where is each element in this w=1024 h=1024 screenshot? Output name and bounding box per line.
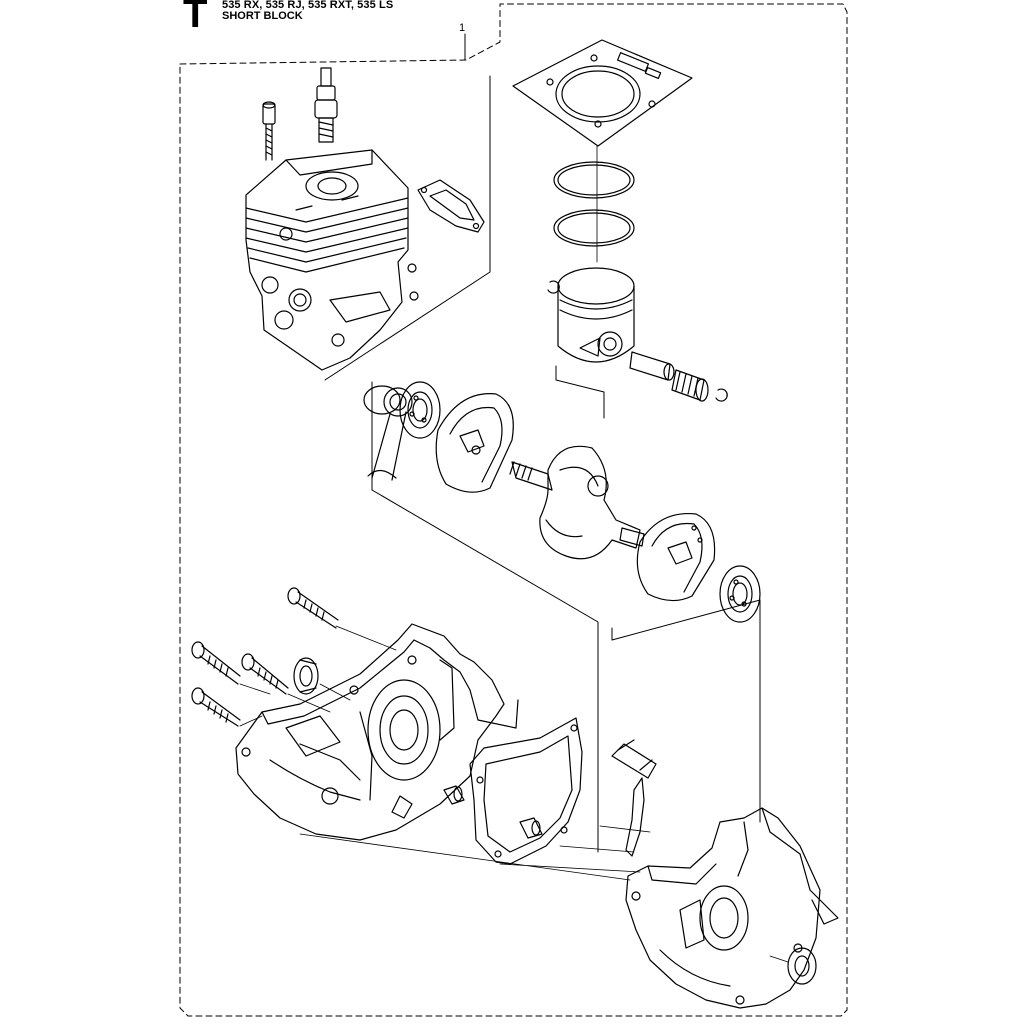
dowel-pin-1 (443, 785, 465, 805)
dowel-pin-2 (519, 817, 543, 839)
crankcase-screw-3 (241, 653, 289, 695)
crankcase-left-half (235, 623, 519, 841)
assembly-leader-lines (239, 625, 397, 727)
needle-bearing (671, 369, 709, 402)
section-letter: T (183, 0, 208, 36)
connecting-rod-bracket (555, 365, 605, 419)
model-list: 535 RX, 535 RJ, 535 RXT, 535 LS (222, 0, 394, 11)
oil-pickup-bracket (611, 739, 657, 857)
piston-ring-lower (553, 209, 635, 247)
cylinder-base-gasket (512, 39, 693, 147)
exhaust-gasket (417, 179, 485, 233)
assembly-reference-number: 1 (459, 22, 466, 34)
crankcase-gasket (469, 717, 583, 865)
crankshaft-counterweight-right (636, 512, 716, 602)
crankcase-screw-1 (287, 587, 339, 629)
crankshaft-group-bracket (371, 381, 599, 853)
cylinder-screw (262, 101, 276, 161)
main-bearing-right (719, 565, 761, 623)
piston (557, 267, 635, 363)
assembly-boundary (179, 3, 848, 1017)
crankcase-screw-2 (191, 641, 241, 685)
assembly-title: SHORT BLOCK (222, 10, 303, 22)
cylinder (245, 149, 419, 371)
crankcase-screw-4 (191, 687, 241, 727)
crankshaft-seal-right (787, 947, 817, 985)
connecting-rod (363, 385, 413, 481)
crankcase-leader-lines (299, 825, 651, 881)
crankshaft-counterweight-left (435, 393, 514, 493)
piston-ring-upper (553, 161, 635, 199)
main-bearing-bracket (611, 599, 761, 823)
piston-pin (629, 351, 675, 381)
seal-leader-line (769, 955, 789, 963)
piston-pin-circlip-left (547, 280, 560, 294)
piston-pin-circlip-right (715, 388, 728, 402)
spark-plug (314, 67, 338, 143)
crankshaft (509, 445, 645, 560)
cylinder-group-bracket (324, 75, 491, 381)
crankcase-right-half (625, 807, 839, 1009)
crankshaft-seal-left (293, 657, 319, 695)
